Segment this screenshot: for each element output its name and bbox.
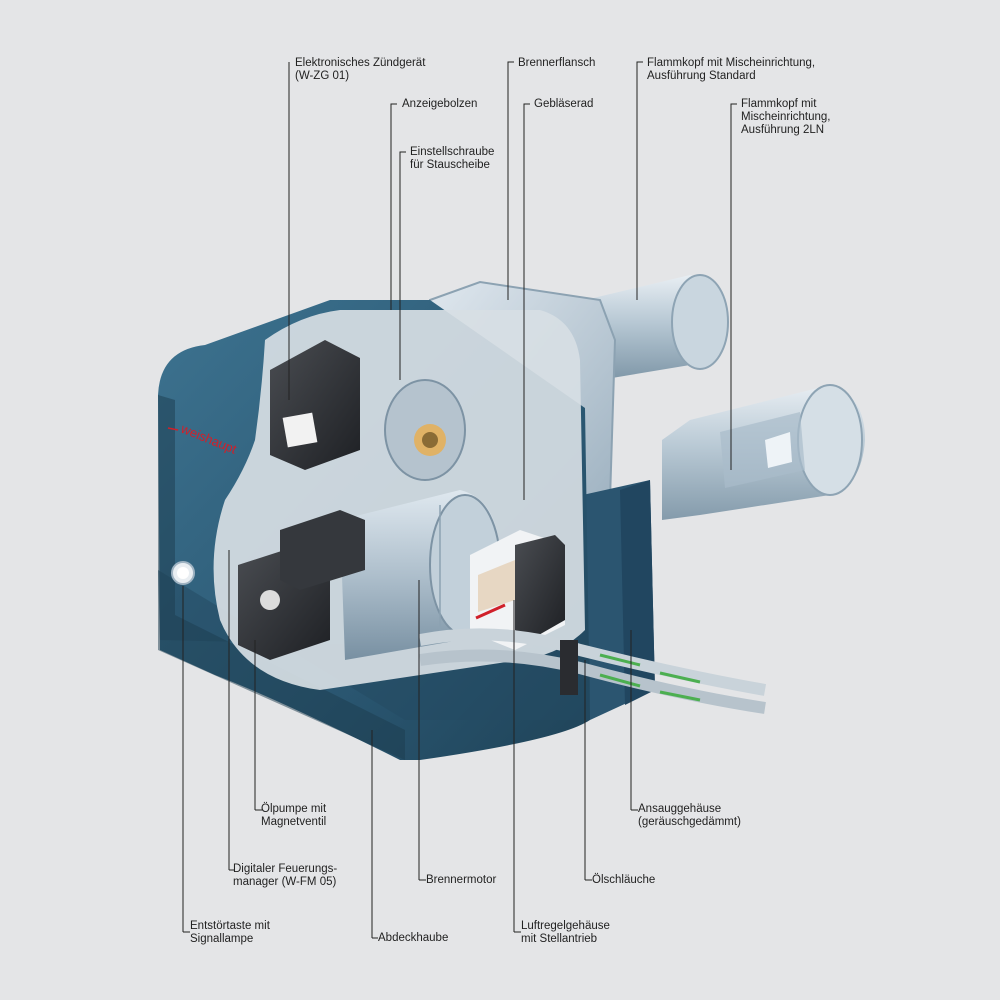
- label-luftregelgehaeuse: Luftregelgehäuse mit Stellantrieb: [521, 920, 610, 945]
- label-flammkopf-2ln: Flammkopf mit Mischeinrichtung, Ausführu…: [741, 98, 831, 136]
- reset-button-with-lamp: [171, 561, 195, 585]
- label-abdeckhaube: Abdeckhaube: [378, 932, 449, 944]
- flame-head-standard: [585, 274, 729, 380]
- leader-abdeckhaube: [371, 730, 378, 939]
- label-ansauggehaeuse: Ansauggehäuse (geräuschgedämmt): [638, 803, 741, 828]
- label-oelschlaeuche: Ölschläuche: [592, 874, 656, 886]
- leader-luftregelgehaeuse: [513, 600, 521, 933]
- label-anzeigebolzen: Anzeigebolzen: [402, 98, 478, 110]
- leader-flammkopf-2ln: [730, 103, 737, 470]
- label-flammkopf-standard: Flammkopf mit Mischeinrichtung, Ausführu…: [647, 57, 816, 82]
- fan-wheel: [384, 379, 466, 481]
- leader-oelschlaeuche: [584, 660, 592, 881]
- leader-brennerflansch: [507, 61, 514, 300]
- flame-head-2ln: [662, 384, 865, 520]
- leader-feuerungsmanager: [228, 550, 235, 871]
- air-regulator-actuator: [470, 530, 565, 650]
- ignition-unit: [270, 340, 360, 470]
- leader-brennermotor: [418, 580, 426, 881]
- leader-oelpumpe: [254, 640, 262, 811]
- label-zuendgeraet: Elektronisches Zündgerät (W-ZG 01): [295, 57, 426, 82]
- label-oelpumpe: Ölpumpe mit Magnetventil: [261, 803, 327, 828]
- label-brennerflansch: Brennerflansch: [518, 57, 596, 69]
- label-entstoertaste: Entstörtaste mit Signallampe: [190, 920, 270, 945]
- leader-geblaeserad: [523, 103, 530, 500]
- leader-flammkopf-standard: [636, 61, 643, 300]
- leader-einstellschraube: [399, 151, 406, 380]
- label-brennermotor: Brennermotor: [426, 874, 497, 886]
- leader-entstoertaste: [182, 586, 190, 933]
- label-geblaeserad: Gebläserad: [534, 98, 594, 110]
- leader-ansauggehaeuse: [630, 630, 638, 811]
- leader-anzeigebolzen: [390, 103, 397, 310]
- leader-lines: [182, 61, 737, 939]
- oil-hoses: [418, 628, 767, 714]
- oil-pump: [238, 510, 365, 660]
- label-einstellschraube: Einstellschraube für Stauscheibe: [410, 146, 495, 171]
- label-feuerungsmanager: Digitaler Feuerungs- manager (W-FM 05): [233, 863, 338, 888]
